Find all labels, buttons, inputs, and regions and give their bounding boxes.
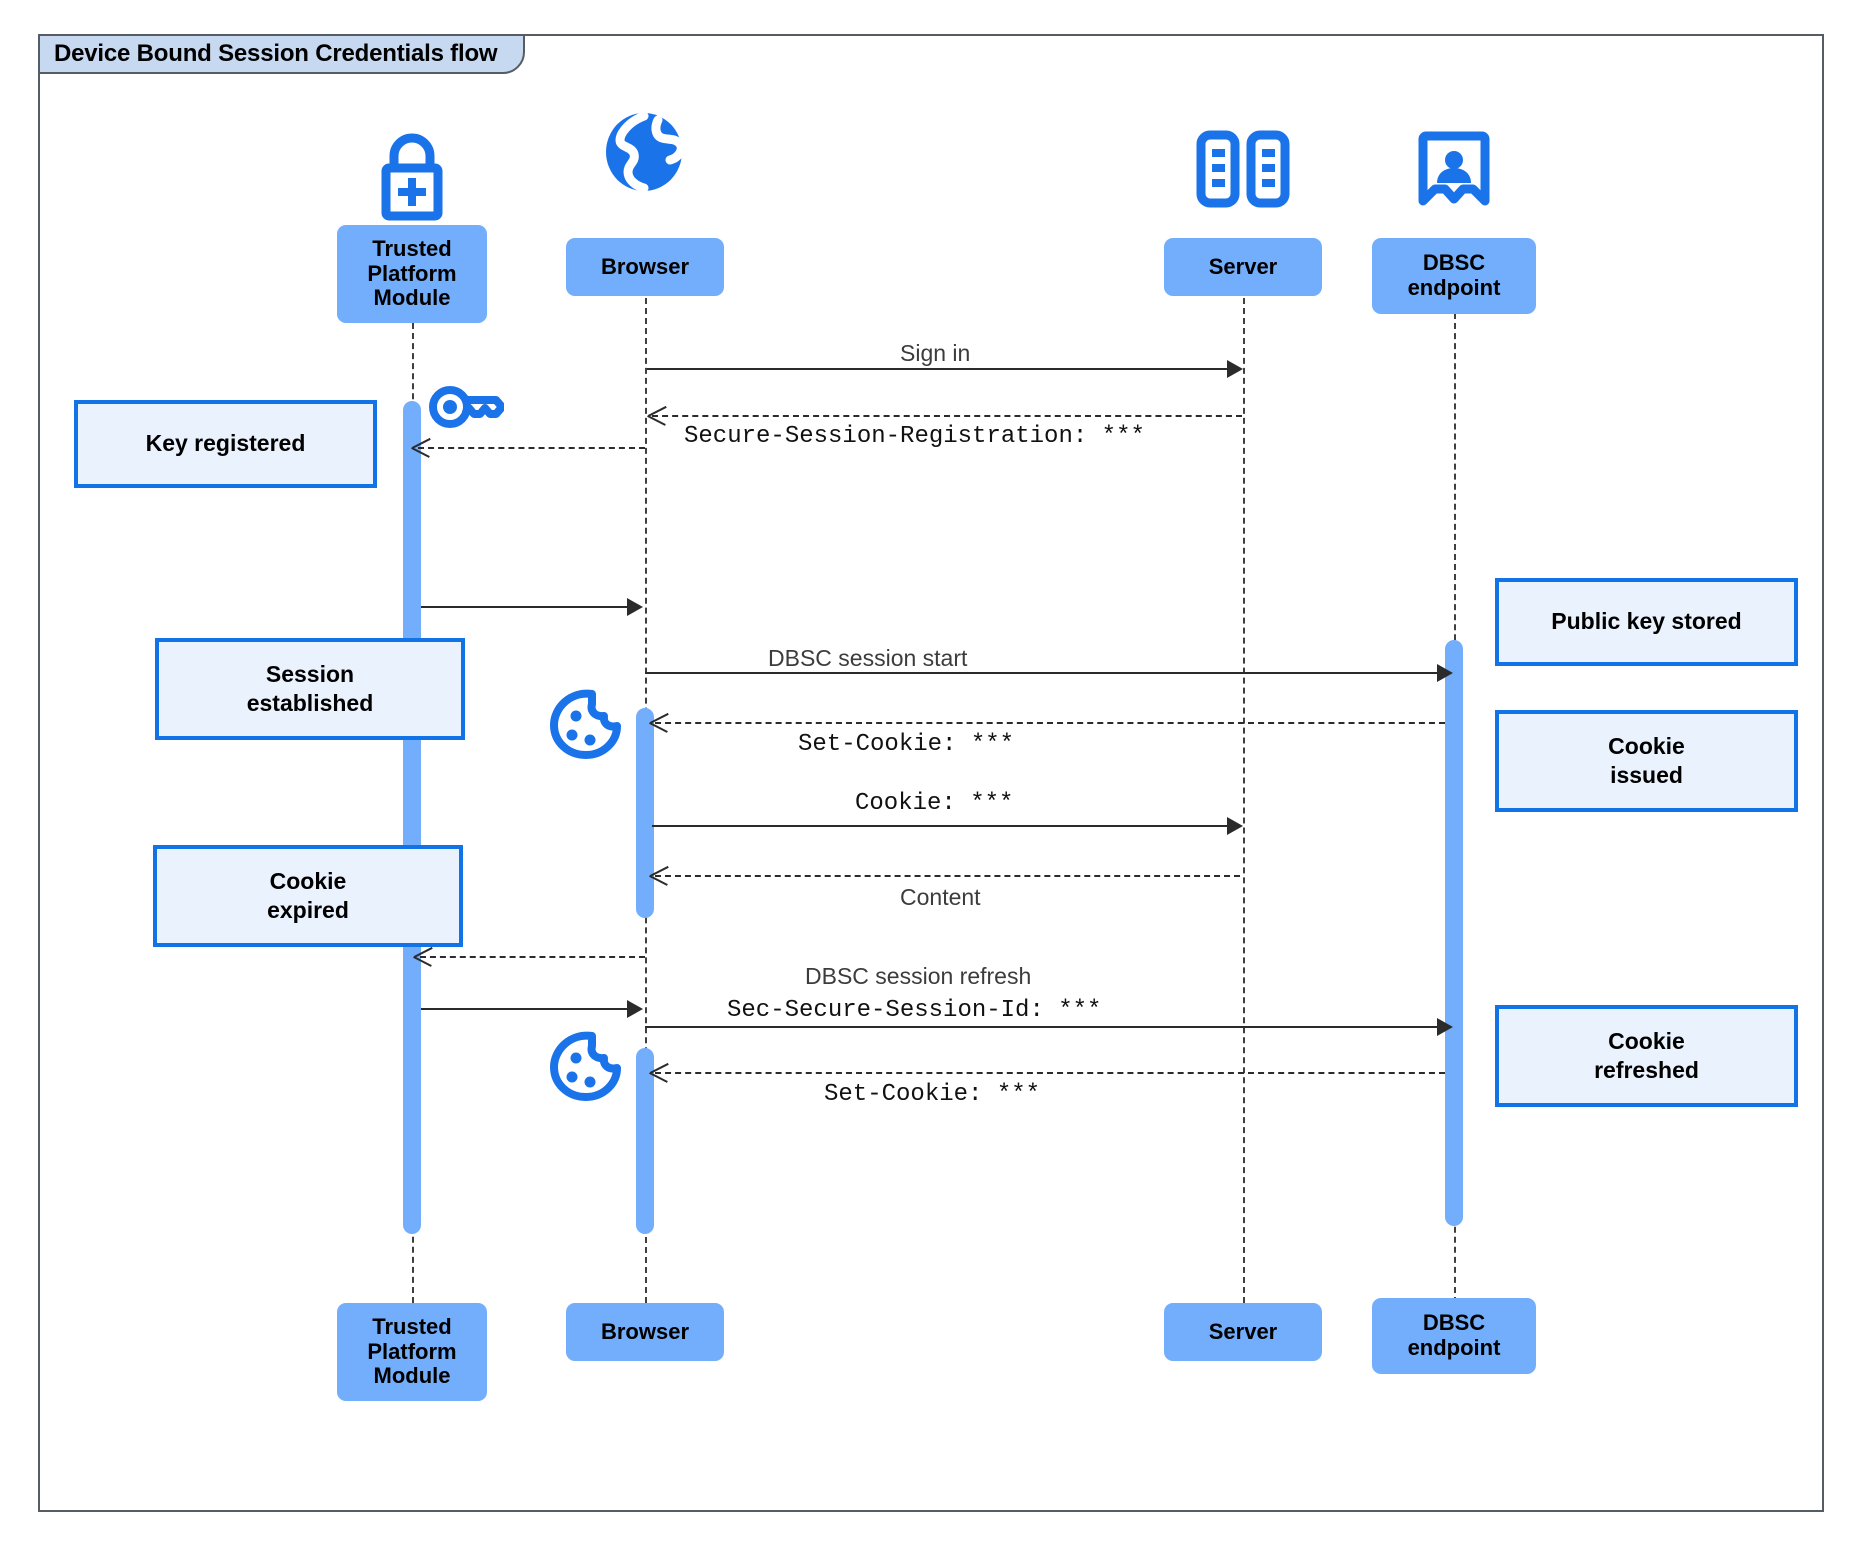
- message-arrow-m1: [1227, 360, 1243, 378]
- note-public-key-stored: Public key stored: [1495, 578, 1798, 666]
- server-racks-icon: [1196, 130, 1290, 213]
- message-arrow-m4: [627, 598, 643, 616]
- key-icon: [428, 382, 506, 437]
- note-cookie-issued: Cookie issued: [1495, 710, 1798, 812]
- participant-box-server-top[interactable]: Server: [1164, 238, 1322, 296]
- participant-box-tpm-top[interactable]: Trusted Platform Module: [337, 225, 487, 323]
- lock-plus-icon: [368, 128, 456, 229]
- note-label: Cookie expired: [267, 867, 349, 923]
- note-cookie-expired: Cookie expired: [153, 845, 463, 947]
- participant-label: Trusted Platform Module: [367, 1314, 457, 1389]
- activation-bar-tpm: [403, 401, 421, 1234]
- participant-label: Browser: [600, 1318, 690, 1344]
- participant-label: DBSC endpoint: [1407, 250, 1501, 300]
- note-label: Public key stored: [1551, 608, 1742, 635]
- message-arrow-m12: [650, 1063, 668, 1081]
- message-line-m11: [645, 1026, 1445, 1028]
- message-arrow-m8: [650, 866, 668, 884]
- note-cookie-refreshed: Cookie refreshed: [1495, 1005, 1798, 1107]
- note-label: Key registered: [145, 430, 306, 457]
- message-arrow-m9: [414, 947, 432, 965]
- message-label-m7: Cookie: ***: [855, 790, 1014, 817]
- participant-box-dbsc-top[interactable]: DBSC endpoint: [1372, 238, 1536, 314]
- cookie-icon-2: [548, 1030, 624, 1107]
- message-label-m10: DBSC session refresh: [805, 963, 1032, 989]
- message-line-m6: [655, 722, 1445, 724]
- participant-label: Server: [1208, 1318, 1278, 1344]
- participant-box-browser-bottom[interactable]: Browser: [566, 1303, 724, 1361]
- participant-box-tpm-bottom[interactable]: Trusted Platform Module: [337, 1303, 487, 1401]
- message-arrow-m7: [1227, 817, 1243, 835]
- note-label: Session established: [246, 660, 374, 716]
- participant-label: Server: [1208, 253, 1278, 279]
- message-label-m11: Sec-Secure-Session-Id: ***: [727, 997, 1102, 1024]
- note-label: Cookie issued: [1608, 732, 1685, 788]
- participant-box-dbsc-bottom[interactable]: DBSC endpoint: [1372, 1298, 1536, 1374]
- diagram-title: Device Bound Session Credentials flow: [54, 40, 498, 67]
- participant-label: DBSC endpoint: [1407, 1310, 1501, 1360]
- activation-bar-dbsc: [1445, 640, 1463, 1226]
- lifeline-server: [1243, 288, 1245, 1303]
- message-line-m7: [652, 825, 1237, 827]
- message-line-m10: [421, 1008, 631, 1010]
- activation-bar-browser-2: [636, 1048, 654, 1234]
- message-arrow-m2: [648, 406, 666, 424]
- message-label-m1: Sign in: [900, 340, 971, 366]
- note-label: Cookie refreshed: [1594, 1027, 1699, 1083]
- note-key-registered: Key registered: [74, 400, 377, 488]
- message-label-m6: Set-Cookie: ***: [798, 731, 1015, 758]
- message-label-m8: Content: [900, 884, 981, 910]
- note-session-established: Session established: [155, 638, 465, 740]
- message-label-m12: Set-Cookie: ***: [824, 1081, 1041, 1108]
- message-line-m3: [418, 447, 645, 449]
- message-line-m5: [645, 672, 1445, 674]
- participant-box-server-bottom[interactable]: Server: [1164, 1303, 1322, 1361]
- message-arrow-m3: [412, 438, 430, 456]
- participant-label: Trusted Platform Module: [367, 236, 457, 311]
- message-line-m4: [421, 606, 631, 608]
- diagram-frame-tab: Device Bound Session Credentials flow: [38, 34, 526, 74]
- message-arrow-m5: [1437, 664, 1453, 682]
- message-line-m2: [652, 415, 1242, 417]
- message-line-m9: [420, 956, 645, 958]
- message-line-m1: [647, 368, 1237, 370]
- message-arrow-m6: [650, 713, 668, 731]
- message-label-m5: DBSC session start: [768, 645, 968, 671]
- participant-label: Browser: [600, 253, 690, 279]
- participant-box-browser-top[interactable]: Browser: [566, 238, 724, 296]
- message-arrow-m10: [627, 1000, 643, 1018]
- message-arrow-m11: [1437, 1018, 1453, 1036]
- id-badge-icon: [1418, 130, 1490, 215]
- activation-bar-browser-1: [636, 708, 654, 918]
- message-line-m12: [655, 1072, 1445, 1074]
- message-label-m2: Secure-Session-Registration: ***: [684, 423, 1145, 450]
- cookie-icon-1: [548, 688, 624, 765]
- message-line-m8: [655, 875, 1240, 877]
- globe-icon: [598, 111, 690, 197]
